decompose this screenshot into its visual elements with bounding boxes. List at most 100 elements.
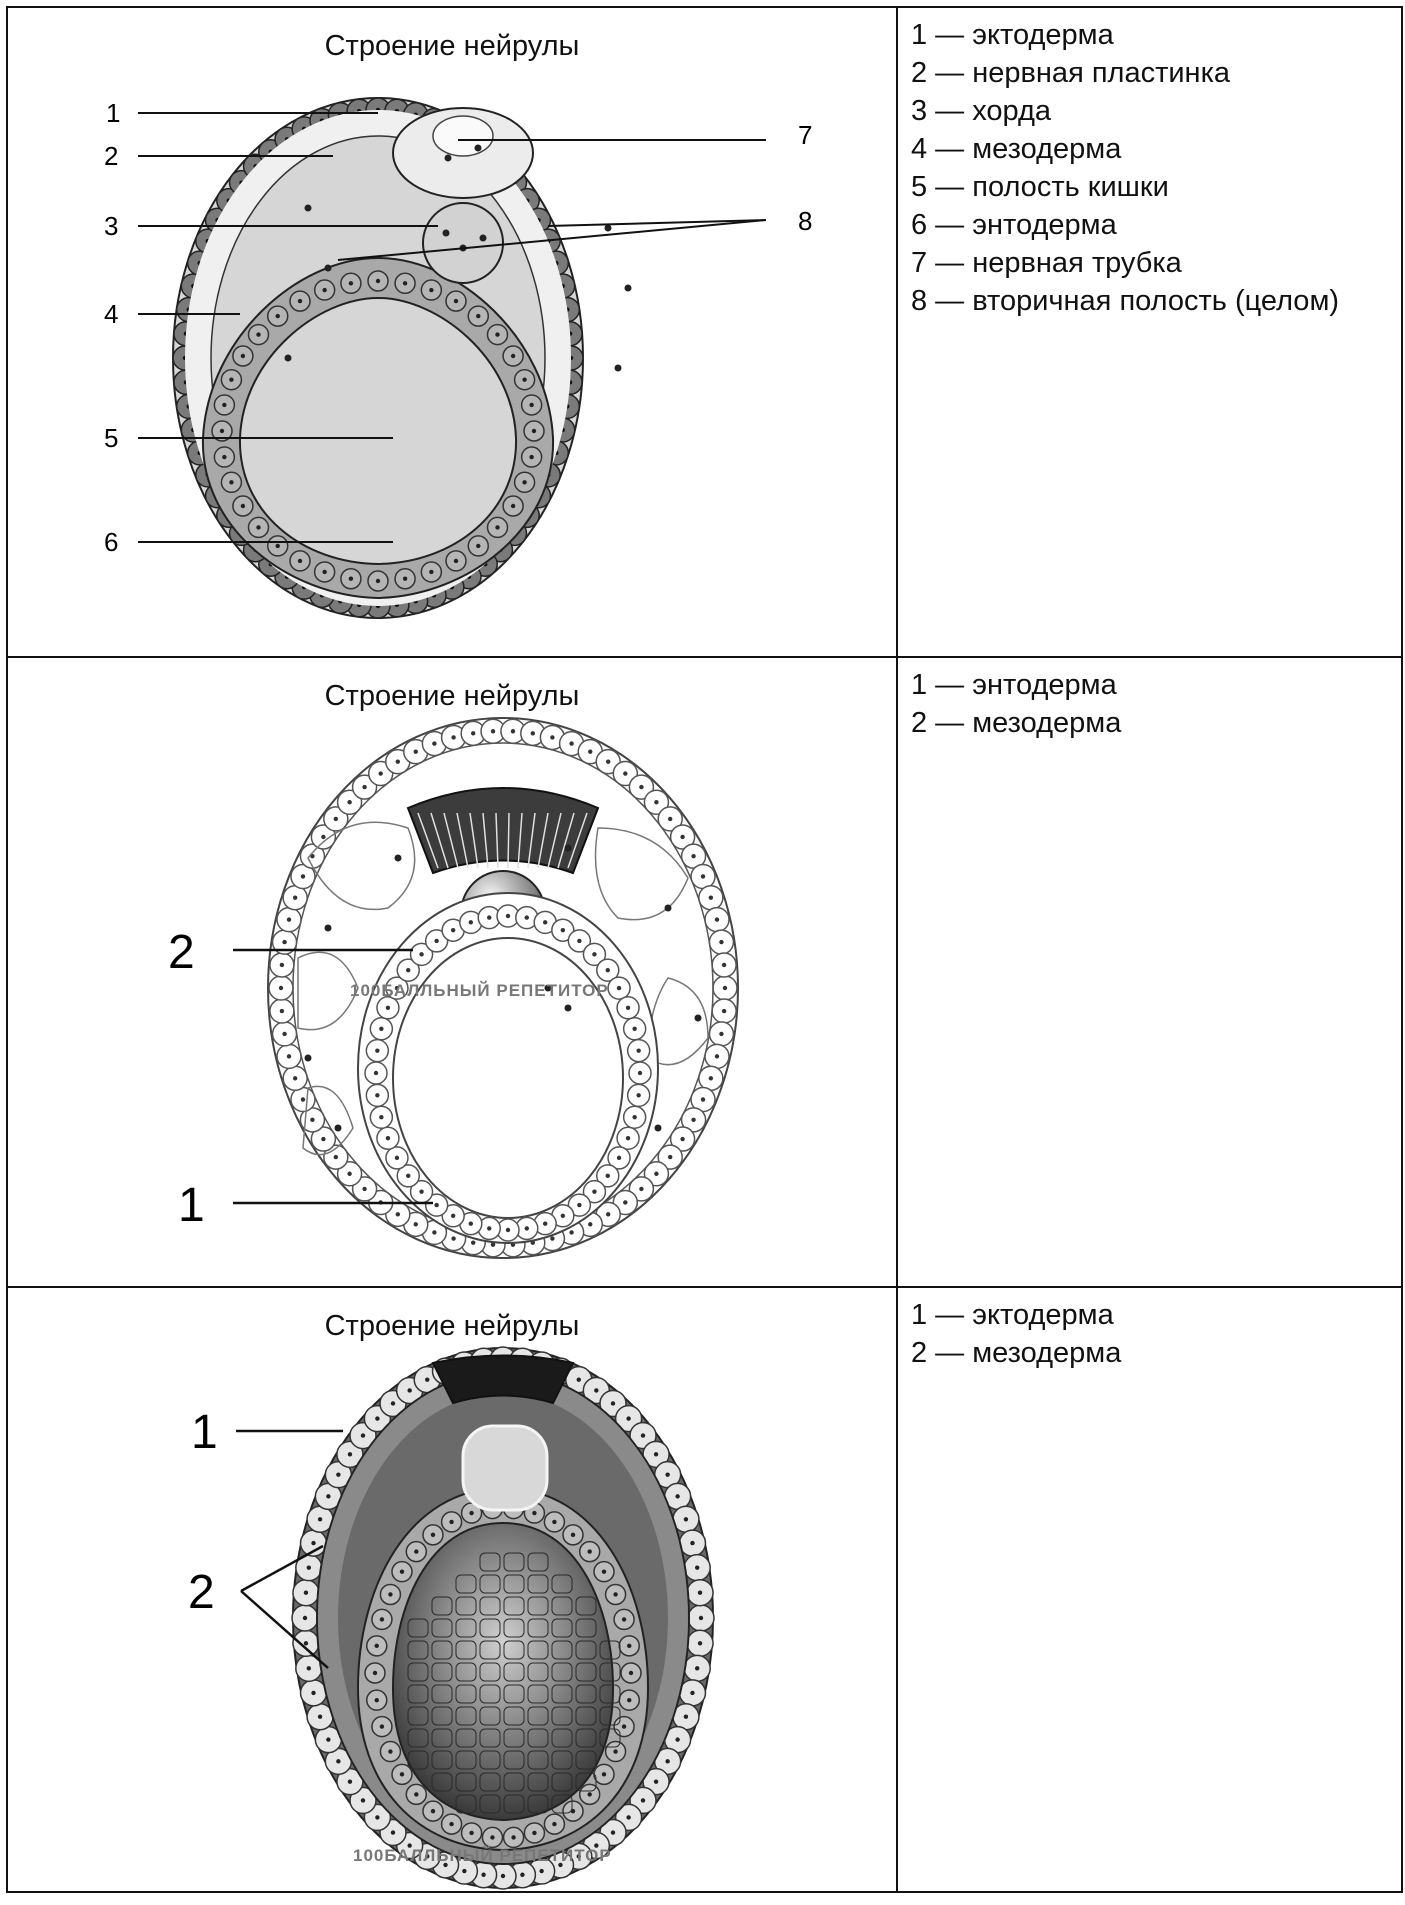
cell-nucleus <box>490 1835 494 1839</box>
cell-nucleus <box>723 986 727 990</box>
cell-nucleus <box>709 1076 713 1080</box>
cell-nucleus <box>532 1831 536 1835</box>
cell-nucleus <box>374 1071 378 1075</box>
cell-nucleus <box>675 1737 679 1741</box>
cell-nucleus <box>305 1055 312 1062</box>
legend-3: 1 — эктодерма 2 — мезодерма <box>898 1288 1401 1372</box>
cell-nucleus <box>665 1472 669 1476</box>
notochord <box>423 203 503 283</box>
cell-nucleus <box>386 1136 390 1140</box>
figure-cell-1: Строение нейрулы <box>7 7 897 657</box>
cell-nucleus <box>348 1452 352 1456</box>
cell-nucleus <box>326 1737 330 1741</box>
cell-nucleus <box>532 1511 536 1515</box>
cell-nucleus <box>577 1203 581 1207</box>
cell-nucleus <box>414 1222 418 1226</box>
cell-nucleus <box>432 1230 436 1234</box>
cell-nucleus <box>525 915 529 919</box>
cell-nucleus <box>552 1822 556 1826</box>
cell-nucleus <box>525 1226 529 1230</box>
cell-nucleus <box>561 1214 565 1218</box>
cell-nucleus <box>605 225 612 232</box>
cell-nucleus <box>522 377 526 381</box>
cell-nucleus <box>592 952 596 956</box>
cell-nucleus <box>318 1715 322 1719</box>
cell-nucleus <box>511 354 515 358</box>
cell-nucleus <box>602 1772 606 1776</box>
legend-cell-3: 1 — эктодерма 2 — мезодерма <box>897 1287 1402 1892</box>
legend-item: 1 — эктодерма <box>911 16 1401 54</box>
cell-nucleus <box>322 288 326 292</box>
cell-nucleus <box>606 759 610 763</box>
cell-nucleus <box>561 928 565 932</box>
cell-nucleus <box>529 403 533 407</box>
cell-nucleus <box>722 963 726 967</box>
cell-nucleus <box>282 940 286 944</box>
cell-nucleus <box>373 1671 377 1675</box>
cell-nucleus <box>396 1212 400 1216</box>
cell-nucleus <box>276 544 280 548</box>
legend-item: 5 — полость кишки <box>911 168 1401 206</box>
cell-nucleus <box>432 741 436 745</box>
cell-nucleus <box>434 1203 438 1207</box>
cell-nucleus <box>376 579 380 583</box>
cell-nucleus <box>425 1377 429 1381</box>
cell-nucleus <box>550 1236 554 1240</box>
cell-nucleus <box>301 874 305 878</box>
cell-nucleus <box>321 1137 325 1141</box>
cell-nucleus <box>592 1189 596 1193</box>
cell-nucleus <box>222 403 226 407</box>
cell-nucleus <box>287 917 291 921</box>
cell-nucleus <box>391 1401 395 1405</box>
cell-nucleus <box>565 1005 572 1012</box>
legend-1: 1 — эктодерма 2 — нервная пластинка 3 — … <box>898 8 1401 320</box>
cell-nucleus <box>469 1221 473 1225</box>
cell-nucleus <box>522 480 526 484</box>
label-6: 6 <box>104 527 118 557</box>
cell-nucleus <box>654 1172 658 1176</box>
cell-nucleus <box>431 1533 435 1537</box>
cell-nucleus <box>451 1214 455 1218</box>
cell-nucleus <box>623 1200 627 1204</box>
cell-nucleus <box>469 1831 473 1835</box>
figure-cell-2: Строение нейрулы <box>7 657 897 1287</box>
cell-nucleus <box>511 1835 515 1839</box>
neurula-diagram-2: 100БАЛЛЬНЫЙ РЕПЕТИТОР 2 1 <box>8 658 896 1286</box>
cell-nucleus <box>454 299 458 303</box>
cell-nucleus <box>552 1520 556 1524</box>
cell-nucleus <box>481 1873 485 1877</box>
cell-nucleus <box>334 1155 338 1159</box>
label-2: 2 <box>168 926 195 979</box>
legend-item: 1 — энтодерма <box>911 666 1401 704</box>
legend-item: 8 — вторичная полость (целом) <box>911 282 1401 320</box>
cell-nucleus <box>379 771 383 775</box>
legend-2: 1 — энтодерма 2 — мезодерма <box>898 658 1401 742</box>
legend-item: 2 — мезодерма <box>911 1334 1401 1372</box>
cell-nucleus <box>698 1641 702 1645</box>
cell-nucleus <box>469 1511 473 1515</box>
cell-nucleus <box>695 1565 699 1569</box>
cell-nucleus <box>491 729 495 733</box>
cell-nucleus <box>431 1809 435 1813</box>
cell-nucleus <box>403 281 407 285</box>
cell-nucleus <box>222 455 226 459</box>
cell-nucleus <box>639 785 643 789</box>
cell-nucleus <box>335 1125 342 1132</box>
cell-nucleus <box>280 1009 284 1013</box>
cell-nucleus <box>636 1093 640 1097</box>
legend-item: 7 — нервная трубка <box>911 244 1401 282</box>
cell-nucleus <box>310 1118 314 1122</box>
cell-nucleus <box>695 1666 699 1670</box>
cell-nucleus <box>506 1228 510 1232</box>
cell-nucleus <box>256 332 260 336</box>
label-1: 1 <box>106 98 120 128</box>
cell-nucleus <box>386 1006 390 1010</box>
cell-nucleus <box>395 1156 399 1160</box>
cell-nucleus <box>627 1698 631 1702</box>
neurula-table: Строение нейрулы <box>6 6 1403 1893</box>
row-1: Строение нейрулы <box>7 7 1402 657</box>
cell-nucleus <box>665 1759 669 1763</box>
cell-nucleus <box>532 429 536 433</box>
cell-nucleus <box>375 1698 379 1702</box>
neurula-diagram-1: 1 2 3 4 5 6 7 8 <box>8 8 896 656</box>
